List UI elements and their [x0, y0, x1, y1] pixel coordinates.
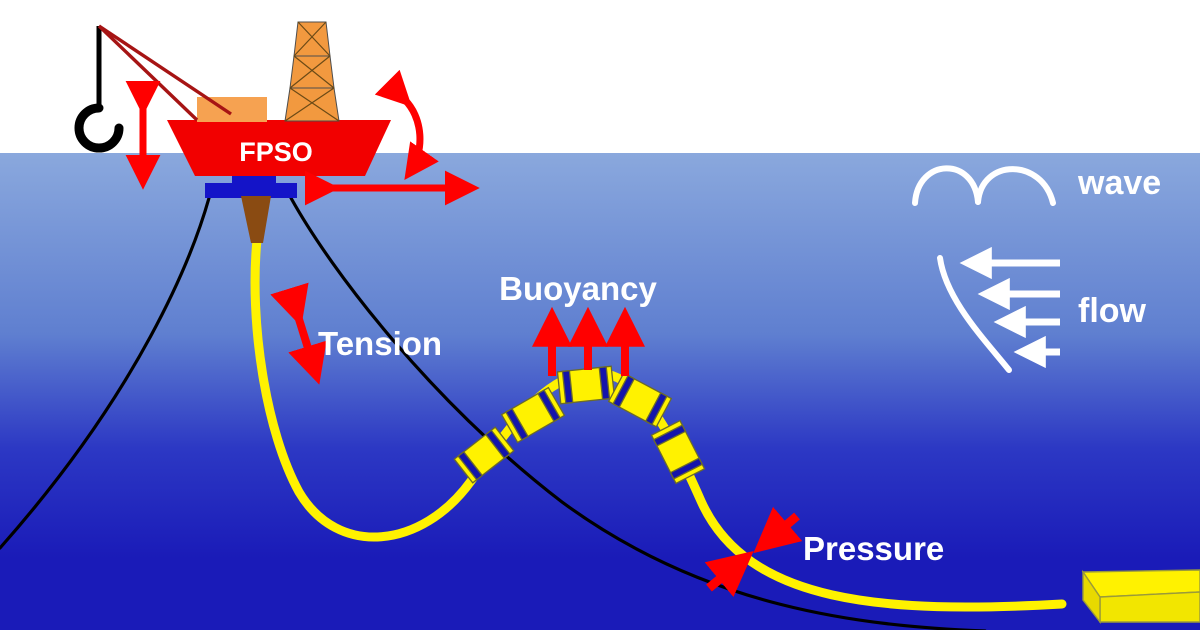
- pressure-label: Pressure: [803, 530, 944, 567]
- buoyancy-module: [650, 419, 706, 485]
- crane-boom-lower: [97, 24, 199, 122]
- pressure-arrow-lower: [704, 550, 754, 597]
- flow-symbol-group: [937, 246, 1060, 373]
- mooring-line-left: [0, 196, 211, 550]
- crane-boom-upper: [98, 24, 232, 116]
- buoyancy-module: [453, 426, 515, 484]
- derrick-tower: [284, 21, 340, 122]
- mooring-line-right: [289, 196, 987, 630]
- flow-velocity-profile-curve: [937, 255, 1012, 373]
- roll-pitch-arc-arrow: [374, 69, 439, 181]
- manifold-front-face: [1099, 591, 1200, 623]
- wave-arc-left: [912, 165, 981, 206]
- buoyancy-module: [556, 365, 616, 405]
- wave-symbol-group: [912, 165, 1056, 206]
- vessel-motion-arrows: [125, 69, 480, 206]
- fpso-vessel-group[interactable]: [74, 21, 391, 243]
- force-arrows: [270, 282, 803, 597]
- pressure-arrow-upper: [753, 506, 803, 554]
- vessel-name-label: FPSO: [239, 137, 313, 167]
- derrick-bracing: [284, 21, 340, 122]
- stress-joint-cone: [241, 196, 271, 243]
- subsea-manifold: [1081, 569, 1200, 625]
- buoyancy-modules-group: [453, 365, 706, 485]
- wave-arc-right: [975, 166, 1056, 206]
- wave-label: wave: [1077, 164, 1161, 202]
- flow-label: flow: [1078, 292, 1147, 330]
- buoyancy-module: [607, 372, 673, 428]
- tension-label: Tension: [318, 325, 442, 362]
- crane-assembly: [74, 24, 232, 153]
- tension-arrow: [270, 282, 327, 385]
- mooring-lines-group: [0, 196, 987, 630]
- crane-hook: [74, 103, 124, 153]
- buoyancy-module: [500, 386, 566, 444]
- deckhouse: [197, 97, 267, 122]
- buoyancy-label: Buoyancy: [499, 270, 657, 307]
- manifold-left-face: [1082, 569, 1101, 625]
- vessel-hull: [167, 120, 391, 176]
